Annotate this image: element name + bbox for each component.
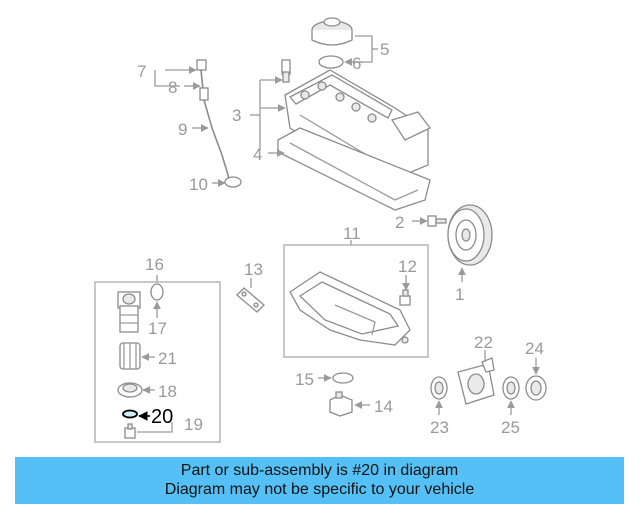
label-6: 6 [352,54,361,73]
label-24: 24 [525,339,544,358]
oil-filter-housing [117,291,141,333]
housing-oring [150,283,164,301]
label-13: 13 [244,260,263,279]
oil-cooler [457,357,495,405]
oil-pan [289,271,411,346]
label-15: 15 [295,370,314,389]
info-banner: Part or sub-assembly is #20 in diagram D… [15,457,624,504]
drain-bolt [124,423,136,439]
oil-filter-element [119,342,141,370]
label-23: 23 [430,418,449,437]
filter-cap [117,382,143,398]
label-22: 22 [474,333,493,352]
label-17: 17 [148,319,167,338]
label-20: 20 [151,406,173,428]
label-11: 11 [343,224,361,243]
filler-cap-gasket [318,55,344,69]
caption-line-2: Diagram may not be specific to your vehi… [164,481,475,498]
part-20-oring [122,409,138,419]
caption-line-1: Part or sub-assembly is #20 in diagram [180,462,459,479]
label-21: 21 [158,349,177,368]
valve-cover [284,69,431,186]
crankshaft-pulley [447,204,493,266]
label-1: 1 [455,285,464,304]
bracket [236,287,265,313]
label-9: 9 [178,120,187,139]
label-5: 5 [380,40,389,59]
pickup-gasket [332,372,354,384]
oil-pickup-tube [329,391,353,417]
label-19: 19 [184,415,203,434]
label-7: 7 [137,62,146,81]
cooler-union-bolt [525,375,547,401]
dipstick [196,59,231,186]
pcv-valve [281,59,291,83]
dipstick-tube-seal [224,176,242,188]
label-2: 2 [395,213,404,232]
drain-plug [399,289,411,306]
label-4: 4 [253,145,262,164]
label-16: 16 [145,255,164,274]
label-25: 25 [501,418,520,437]
label-18: 18 [158,382,177,401]
label-12: 12 [398,257,417,276]
oil-filler-cap [311,17,353,46]
label-14: 14 [374,397,393,416]
label-8: 8 [168,78,177,97]
pulley-bolt [427,215,447,227]
label-10: 10 [189,175,208,194]
label-3: 3 [232,106,241,125]
parts-diagram: 5 6 3 4 7 8 9 10 [94,17,547,443]
